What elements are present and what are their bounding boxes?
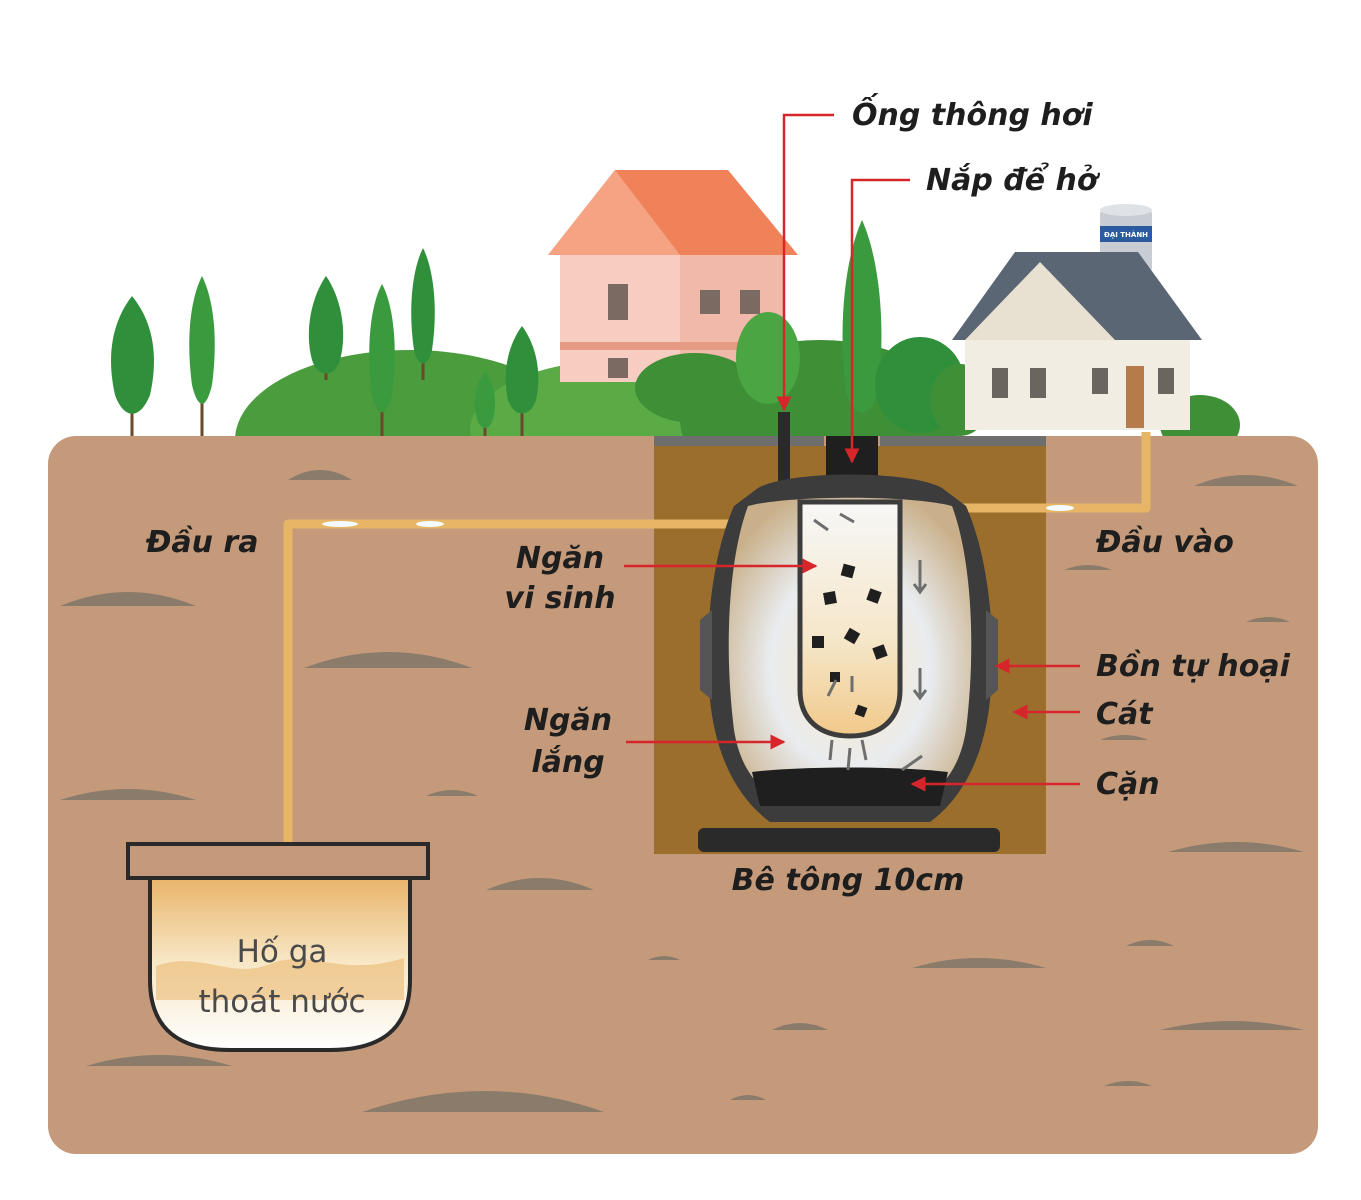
drain-pit-label-line2: thoát nước [198,984,365,1020]
open-lid-pointer [844,178,910,464]
vent-pipe-label: Ống thông hơi [852,92,1093,133]
settling-chamber-label-line1: Ngăn [524,703,612,738]
pointer-arrows [624,113,1080,792]
inlet-label: Đầu vào [1095,525,1234,560]
outlet-label: Đầu ra [145,525,258,560]
drain-pit-label-line1: Hố ga [237,934,328,970]
septic-tank [700,474,998,822]
vent-pipe-pointer [776,113,834,412]
vent-pipe [778,412,790,492]
pink-house [548,170,798,382]
settling-chamber-label-line2: lắng [531,744,604,780]
inlet-pipe [946,432,1151,513]
water-tank-brand: ĐẠI THÀNH [1104,230,1148,239]
concrete-base-slab [698,828,1000,852]
sand-label: Cát [1096,697,1154,732]
outlet-pipe [283,519,750,846]
grey-house: ĐẠI THÀNH [952,204,1202,430]
pipe-glints [322,505,1074,527]
labels: Ống thông hơi Nắp để hở Đầu ra Đầu vào N… [145,92,1291,898]
soil-spots [60,470,1304,1112]
bio-chamber-label-line2: vi sinh [504,581,615,616]
open-lid-label: Nắp để hở [926,162,1101,198]
septic-tank-label: Bồn tự hoại [1096,649,1291,684]
drain-pit: Hố ga thoát nước [126,842,430,1052]
tree-group [111,248,539,436]
concrete-base-label: Bê tông 10cm [732,863,965,898]
bio-chamber-label-line1: Ngăn [516,541,604,576]
sludge-label: Cặn [1096,767,1160,802]
